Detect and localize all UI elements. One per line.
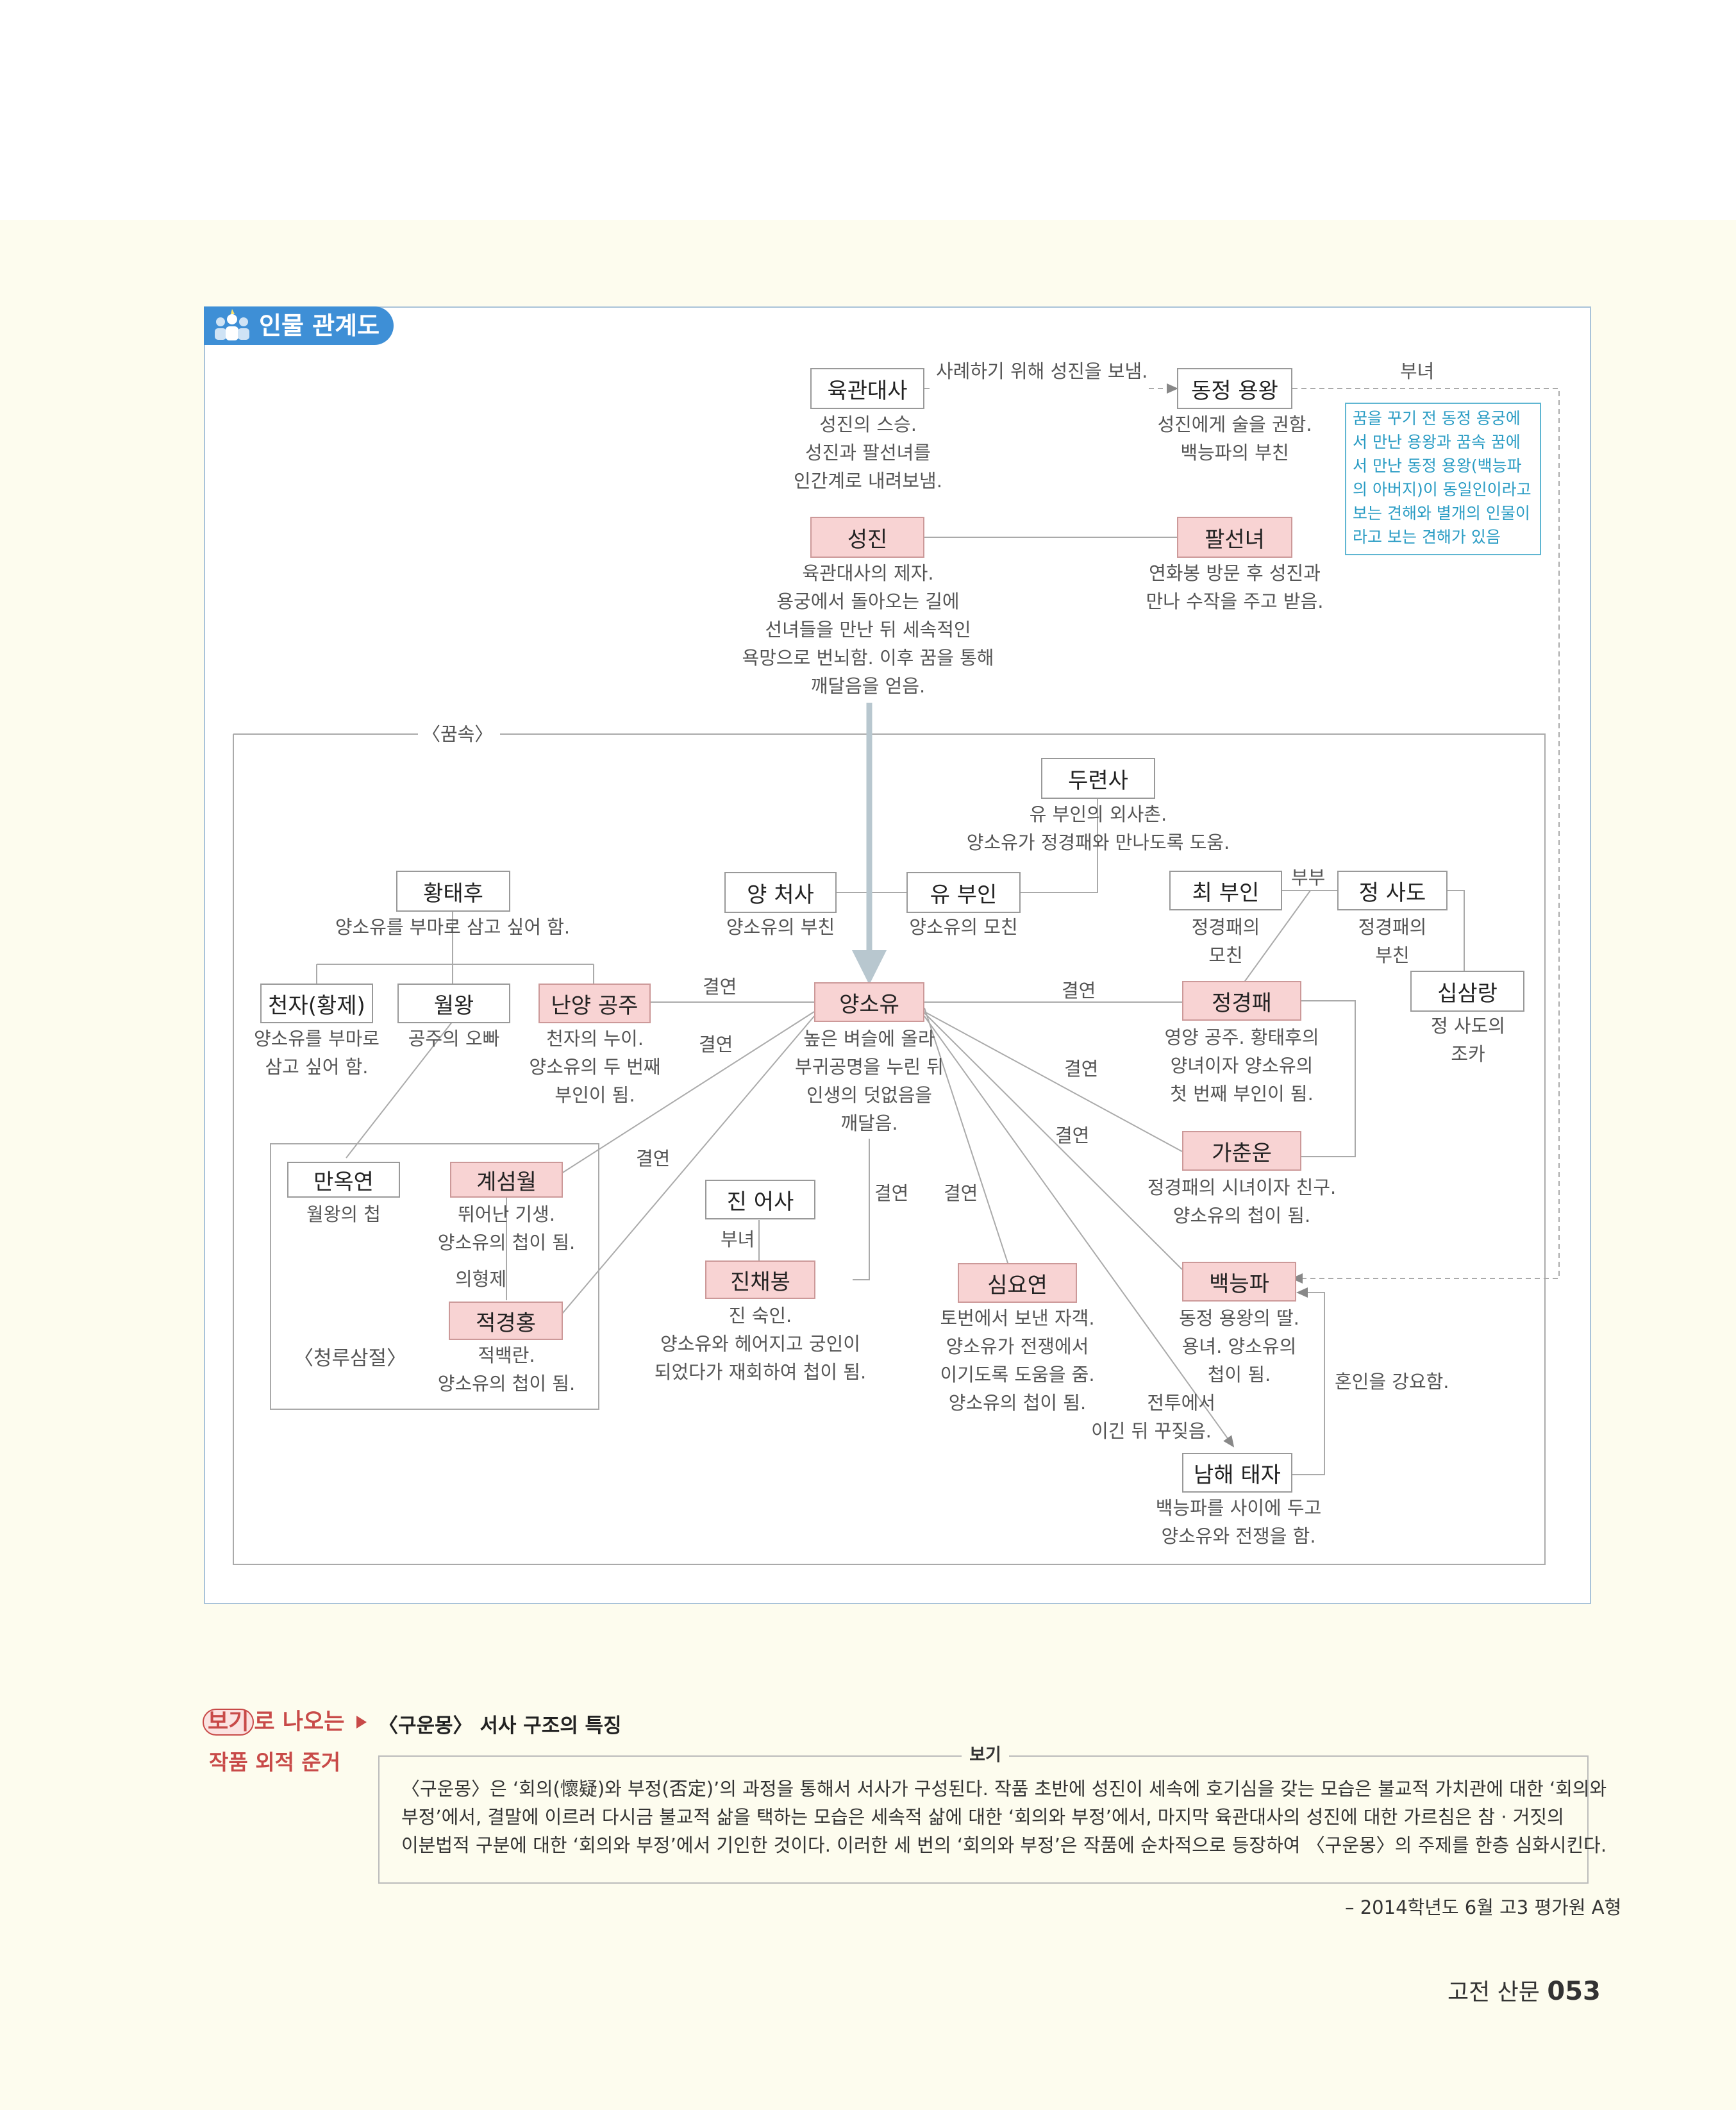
node-seongjin: 성진 bbox=[810, 517, 924, 558]
desc-hwangtaehu: 양소유를 부마로 삼고 싶어 함. bbox=[335, 916, 571, 938]
triangle-right-icon bbox=[356, 1716, 367, 1729]
bogi-badge-circle: 보기 bbox=[203, 1709, 255, 1736]
node-namhae: 남해 태자 bbox=[1182, 1453, 1292, 1493]
node-hwangtaehu: 황태후 bbox=[396, 871, 510, 912]
node-jeonggyeongpae: 정경패 bbox=[1182, 981, 1301, 1021]
bogi-line-1: 〈구운몽〉은 ‘회의(懷疑)와 부정(否定)’의 과정을 통해서 서사가 구성된… bbox=[401, 1778, 1607, 1800]
desc-jeokgyeonghong: 적백란.양소유의 첩이 됨. bbox=[437, 1344, 576, 1394]
bogi-line-3: 이분법적 구분에 대한 ‘회의와 부정’에서 기인한 것이다. 이러한 세 번의… bbox=[401, 1834, 1607, 1856]
page-footer: 고전 산문 053 bbox=[1448, 1973, 1601, 2007]
desc-wolwang: 공주의 오빠 bbox=[408, 1028, 500, 1050]
people-icon bbox=[215, 309, 249, 340]
desc-gyeseomwol: 뛰어난 기생.양소유의 첩이 됨. bbox=[437, 1203, 576, 1253]
node-yukgwan: 육관대사 bbox=[810, 368, 924, 409]
section-title-badge: 인물 관계도 bbox=[204, 306, 394, 345]
label-sisters: 의형제 bbox=[455, 1268, 507, 1290]
bogi-badge-suffix: 로 나오는 bbox=[254, 1709, 345, 1735]
label-marriage-baekneungpa: 결연 bbox=[1055, 1125, 1090, 1146]
label-dongjeong-baek: 부녀 bbox=[1400, 360, 1435, 382]
label-yukgwan-dongjeong: 사례하기 위해 성진을 보냄. bbox=[936, 360, 1148, 382]
label-marriage-jeokgyeonghong: 결연 bbox=[636, 1148, 671, 1169]
desc-dongjeong: 성진에게 술을 권함.백능파의 부친 bbox=[1157, 414, 1312, 464]
label-marriage-nanyang: 결연 bbox=[703, 976, 737, 998]
node-yangcheosa: 양 처사 bbox=[724, 872, 837, 913]
bogi-title: 〈구운몽〉 서사 구조의 특징 bbox=[378, 1714, 622, 1737]
footer-section: 고전 산문 bbox=[1448, 1979, 1540, 2005]
label-couple: 부부 bbox=[1291, 867, 1326, 889]
section-title: 인물 관계도 bbox=[259, 312, 380, 340]
node-simyoyeon: 심요연 bbox=[958, 1263, 1077, 1303]
node-cheonja: 천자(황제) bbox=[260, 984, 373, 1023]
desc-gachunun: 정경패의 시녀이자 친구.양소유의 첩이 됨. bbox=[1147, 1176, 1337, 1227]
node-palseonnyeo: 팔선녀 bbox=[1177, 517, 1292, 558]
cheongru-label: 〈청루삼절〉 bbox=[294, 1347, 407, 1370]
dream-label: 〈꿈속〉 bbox=[418, 723, 497, 745]
node-duryeonsa: 두련사 bbox=[1041, 758, 1155, 799]
bogi-badge-line2: 작품 외적 준거 bbox=[209, 1750, 341, 1775]
node-yubuin: 유 부인 bbox=[906, 872, 1021, 913]
bogi-source: – 2014학년도 6월 고3 평가원 A형 bbox=[1345, 1896, 1622, 1918]
desc-yubuin: 양소유의 모친 bbox=[909, 916, 1018, 938]
node-choebuin: 최 부인 bbox=[1169, 871, 1282, 910]
node-jinchaebong: 진채봉 bbox=[705, 1260, 815, 1299]
label-marriage-gyeseomwol: 결연 bbox=[699, 1034, 733, 1055]
node-jineosa: 진 어사 bbox=[705, 1180, 815, 1219]
node-manogyeon: 만옥연 bbox=[287, 1162, 400, 1198]
node-nanyang: 난양 공주 bbox=[538, 984, 651, 1023]
bogi-box: 〈구운몽〉은 ‘회의(懷疑)와 부정(否定)’의 과정을 통해서 서사가 구성된… bbox=[378, 1755, 1607, 1884]
node-dongjeong: 동정 용왕 bbox=[1177, 368, 1292, 409]
bogi-tag: 보기 bbox=[962, 1744, 1009, 1767]
label-marriage-simyoyeon: 결연 bbox=[944, 1182, 978, 1204]
node-jeokgyeonghong: 적경홍 bbox=[449, 1302, 563, 1340]
node-yangsoyu: 양소유 bbox=[814, 982, 924, 1022]
node-sipsamnang: 십삼랑 bbox=[1410, 971, 1524, 1012]
label-marriage-gachunun: 결연 bbox=[1064, 1058, 1099, 1080]
label-force-marriage: 혼인을 강요함. bbox=[1335, 1371, 1449, 1393]
node-wolwang: 월왕 bbox=[397, 984, 510, 1023]
node-baekneungpa: 백능파 bbox=[1182, 1262, 1296, 1302]
label-marriage-jeonggyeongpae: 결연 bbox=[1062, 980, 1096, 1001]
label-marriage-jinchaebong: 결연 bbox=[874, 1182, 909, 1204]
desc-duryeonsa: 유 부인의 외사촌.양소유가 정경패와 만나도록 도움. bbox=[966, 803, 1230, 853]
node-gachunun: 가춘운 bbox=[1182, 1131, 1301, 1171]
node-jeongsado: 정 사도 bbox=[1337, 871, 1448, 910]
desc-yangcheosa: 양소유의 부친 bbox=[726, 916, 835, 938]
desc-manogyeon: 월왕의 첩 bbox=[306, 1203, 381, 1225]
bogi-line-2: 부정’에서, 결말에 이르러 다시금 불교적 삶을 택하는 모습은 세속적 삶에… bbox=[401, 1806, 1564, 1828]
label-father-daughter: 부녀 bbox=[721, 1228, 755, 1250]
page-number: 053 bbox=[1547, 1977, 1601, 2006]
node-gyeseomwol: 계섬월 bbox=[450, 1162, 563, 1198]
